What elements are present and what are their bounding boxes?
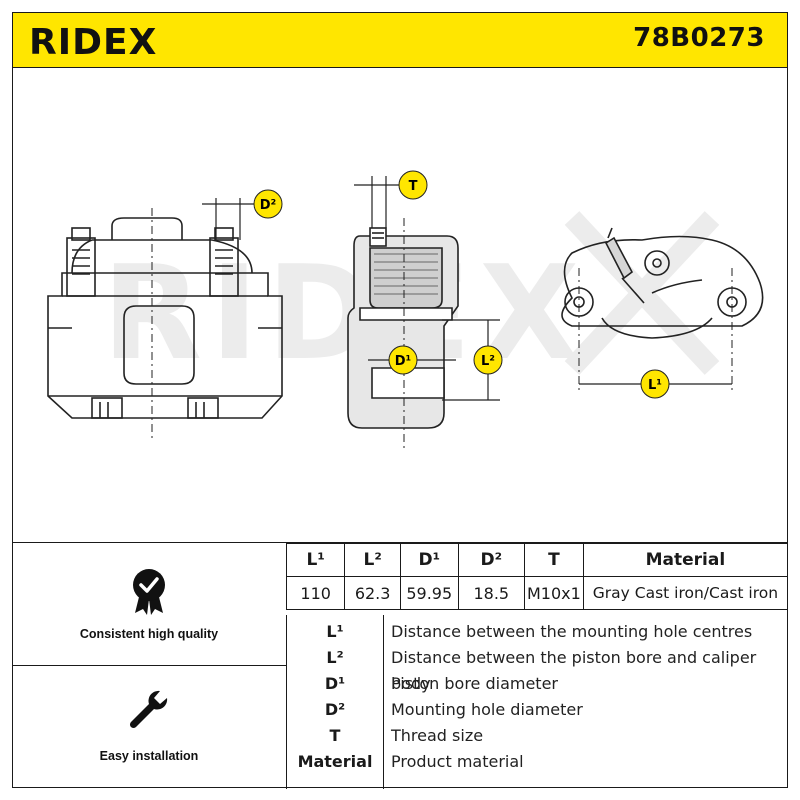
caliper-front-view	[47, 208, 283, 438]
spec-header-l2: L²	[344, 543, 401, 577]
legend-row: L² Distance between the piston bore and …	[287, 645, 789, 693]
feature-quality: Consistent high quality	[12, 543, 286, 666]
legend-desc: Distance between the mounting hole centr…	[391, 622, 753, 641]
t-label: T	[409, 179, 418, 194]
brand-logo: RIDEX	[27, 21, 207, 65]
spec-value-material: Gray Cast iron/Cast iron	[582, 576, 789, 610]
legend-row: T Thread size	[287, 723, 789, 749]
d2-label-badge	[253, 189, 283, 219]
legend-desc: Product material	[391, 752, 524, 771]
spec-value-d1: 59.95	[399, 576, 459, 610]
spec-header-l1: L¹	[285, 543, 346, 577]
l1-label: L¹	[648, 378, 662, 393]
legend-key: D²	[324, 700, 346, 719]
legend-row: L¹ Distance between the mounting hole ce…	[287, 619, 789, 645]
header-bar: RIDEX 78B0273	[12, 12, 788, 68]
l1-label-badge	[640, 369, 670, 399]
legend-desc: Mounting hole diameter	[391, 700, 583, 719]
legend-row: D² Mounting hole diameter	[287, 697, 789, 723]
legend-key: L²	[326, 648, 344, 667]
legend-desc: Piston bore diameter	[391, 674, 558, 693]
d2-dimension	[202, 198, 262, 240]
caliper-section-view	[347, 227, 459, 429]
legend-row: D¹ Piston bore diameter	[287, 671, 789, 697]
spec-table: L¹ L² D¹ D² T Material 110 62.3 59.95 18…	[285, 543, 789, 610]
wrench-icon	[129, 690, 168, 729]
quality-badge-icon	[133, 569, 165, 615]
legend-key: L¹	[326, 622, 344, 641]
spec-value-t: M10x1	[523, 576, 584, 610]
feature-quality-label: Consistent high quality	[79, 627, 219, 641]
spec-value-row: 110 62.3 59.95 18.5 M10x1 Gray Cast iron…	[285, 576, 789, 610]
spec-value-l2: 62.3	[344, 576, 401, 610]
spec-header-d1: D¹	[399, 543, 459, 577]
info-section: Consistent high quality Easy installatio…	[12, 542, 789, 789]
legend-desc: Distance between the piston bore and cal…	[391, 648, 757, 693]
feature-installation: Easy installation	[12, 665, 286, 789]
spec-value-l1: 110	[285, 576, 346, 610]
caliper-drawing: RIDEX	[47, 170, 764, 448]
spec-header-material: Material	[582, 543, 789, 577]
d2-label: D²	[260, 198, 277, 213]
t-dimension	[354, 176, 406, 228]
dimension-legend: L¹ Distance between the mounting hole ce…	[286, 615, 789, 789]
spec-header-t: T	[523, 543, 584, 577]
feature-installation-label: Easy installation	[99, 749, 199, 763]
legend-desc: Thread size	[391, 726, 484, 745]
spec-value-d2: 18.5	[457, 576, 525, 610]
l2-label: L²	[481, 354, 495, 369]
l2-label-badge	[473, 345, 503, 375]
part-number: 78B0273	[633, 23, 765, 53]
legend-key: Material	[297, 752, 373, 771]
watermark-text: RIDEX	[102, 237, 587, 389]
d1-label-badge	[388, 345, 418, 375]
legend-divider	[383, 615, 384, 789]
legend-key: T	[329, 726, 341, 745]
legend-key: D¹	[324, 674, 346, 693]
watermark-x-mark	[564, 211, 720, 375]
legend-row: Material Product material	[287, 749, 789, 775]
spec-header-d2: D²	[457, 543, 525, 577]
d1-label: D¹	[395, 354, 412, 369]
ridex-logo-mark: RIDEX	[29, 22, 157, 63]
t-label-badge	[398, 170, 428, 200]
technical-drawing: RIDEX	[12, 68, 788, 542]
brand-logo-text: RIDEX	[29, 22, 157, 61]
spec-header-row: L¹ L² D¹ D² T Material	[285, 543, 789, 577]
